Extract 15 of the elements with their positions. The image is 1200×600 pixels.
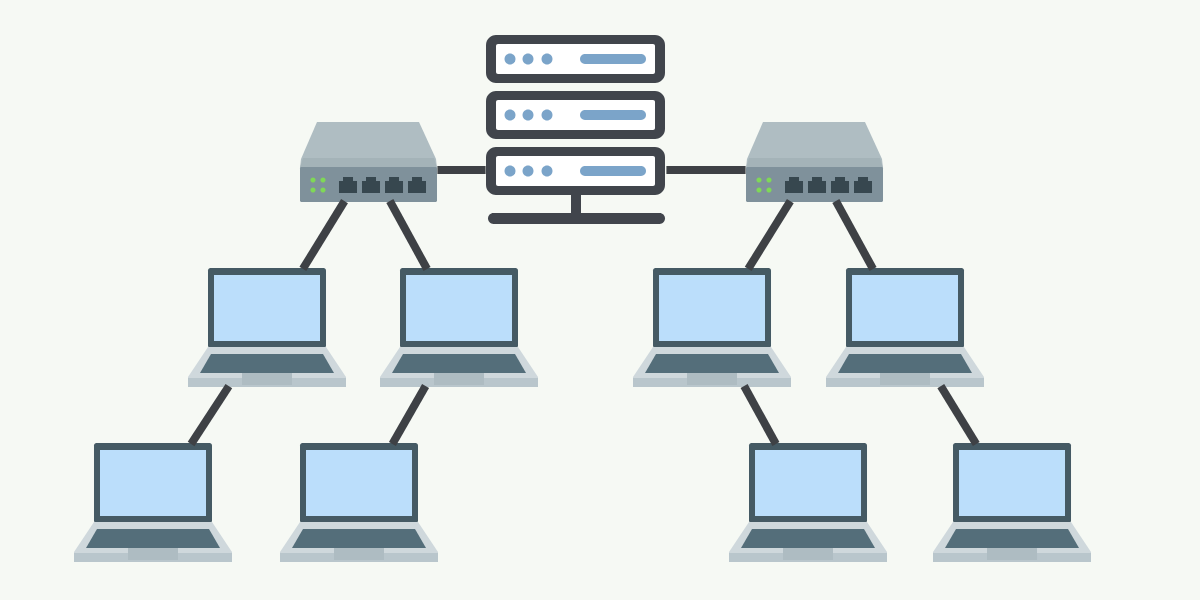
laptop bbox=[633, 268, 791, 387]
network-switch bbox=[746, 122, 883, 202]
laptop bbox=[280, 443, 438, 562]
cable-line bbox=[299, 198, 348, 272]
server-rack bbox=[486, 35, 665, 224]
network-switch bbox=[300, 122, 437, 202]
laptop bbox=[933, 443, 1091, 562]
laptop bbox=[74, 443, 232, 562]
cable-line bbox=[832, 199, 877, 271]
cable-line bbox=[744, 198, 794, 272]
laptop bbox=[729, 443, 887, 562]
laptop bbox=[826, 268, 984, 387]
laptop bbox=[380, 268, 538, 387]
laptop bbox=[188, 268, 346, 387]
cable-line bbox=[386, 199, 431, 271]
